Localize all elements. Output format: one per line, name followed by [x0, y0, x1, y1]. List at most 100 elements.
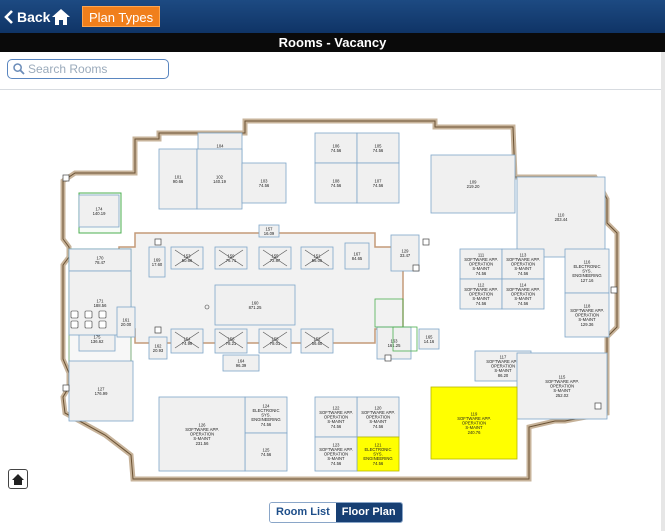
room-shape[interactable]: [356, 396, 400, 438]
elevator-cross: [262, 249, 288, 267]
room-shape[interactable]: [501, 278, 545, 310]
map-home-button[interactable]: [8, 469, 28, 489]
room-shape[interactable]: [430, 154, 516, 214]
search-input[interactable]: [28, 62, 163, 76]
room-label: S-MAINT: [369, 419, 387, 424]
room-shape[interactable]: [356, 132, 400, 164]
room-label: ELECTRONIC: [365, 447, 392, 452]
back-button[interactable]: Back: [4, 7, 50, 27]
room-shape[interactable]: [314, 436, 358, 472]
home-button[interactable]: [51, 7, 71, 27]
room-area: 20.93: [153, 348, 164, 353]
room-shape[interactable]: [244, 396, 288, 434]
room-shape[interactable]: [258, 224, 280, 238]
room-number: 112: [478, 282, 485, 287]
room-shape[interactable]: [564, 292, 610, 338]
room-number: 129: [402, 248, 410, 253]
room-number: 154: [184, 336, 192, 341]
room-shape[interactable]: [418, 328, 440, 350]
room-shape[interactable]: [344, 242, 370, 270]
room-label: SOFTWARE APP.: [319, 410, 353, 415]
room-label: SOFTWARE APP.: [486, 359, 520, 364]
room-shape[interactable]: [314, 396, 358, 438]
elevator-cross: [174, 249, 200, 267]
room-shape[interactable]: [244, 432, 288, 472]
room-shape[interactable]: [196, 148, 243, 210]
room-shape[interactable]: [430, 386, 518, 460]
search-box[interactable]: [7, 59, 169, 79]
room-shape[interactable]: [158, 396, 246, 472]
room-number: 127: [98, 386, 106, 391]
room-area: 74.56: [518, 271, 529, 276]
scrollbar-track[interactable]: [661, 52, 665, 531]
room-shape[interactable]: [314, 132, 358, 164]
room-shape[interactable]: [241, 162, 287, 204]
plan-types-button[interactable]: Plan Types: [82, 6, 161, 27]
room-label: SOFTWARE APP.: [506, 287, 540, 292]
room-shape[interactable]: [356, 162, 400, 204]
room-label: OPERATION: [575, 313, 599, 318]
room-label: SOFTWARE APP.: [464, 257, 498, 262]
room-shape[interactable]: [222, 354, 260, 372]
room-area: 78.01: [270, 341, 281, 346]
tab-floor-plan[interactable]: Floor Plan: [335, 503, 402, 522]
room-shape[interactable]: [564, 248, 610, 294]
room-shape[interactable]: [459, 278, 503, 310]
tab-room-list[interactable]: Room List: [270, 503, 336, 522]
room-number: 175: [94, 334, 102, 339]
room-shape[interactable]: [214, 284, 296, 326]
floor-plan-canvas[interactable]: 10474.5610190.66102140.1910374.5610674.5…: [55, 115, 625, 487]
room-shape[interactable]: [148, 246, 166, 278]
room-shape[interactable]: [459, 248, 503, 280]
room-label: OPERATION: [462, 421, 486, 426]
room-number: 108: [333, 178, 341, 183]
room-label: S-MAINT: [494, 368, 512, 373]
room-label: SYS.: [582, 269, 592, 274]
room-shape[interactable]: [78, 194, 120, 228]
room-shape[interactable]: [148, 336, 168, 360]
room-shape[interactable]: [116, 306, 136, 338]
room-number: 103: [261, 178, 269, 183]
room-shape[interactable]: [516, 352, 608, 420]
room-shape[interactable]: [516, 176, 606, 258]
floor-plan[interactable]: 10474.5610190.66102140.1910374.5610674.5…: [55, 115, 625, 487]
room-number: 174: [96, 206, 104, 211]
room-shape[interactable]: [501, 248, 545, 280]
